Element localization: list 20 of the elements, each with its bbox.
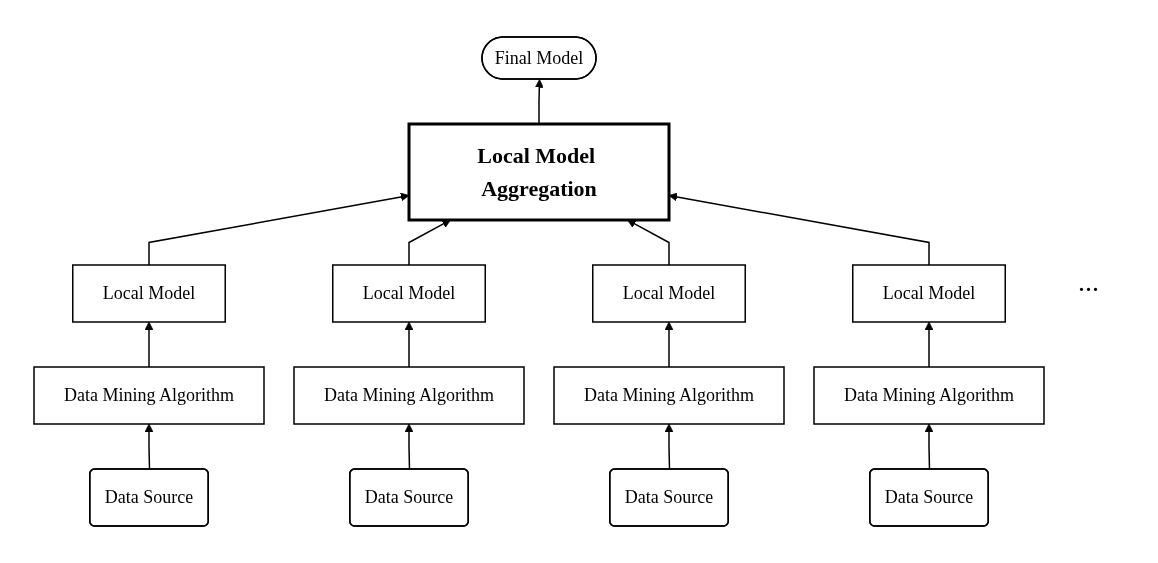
node-box: Data Mining Algorithm (553, 366, 785, 425)
node-box: Local Model (332, 264, 486, 323)
arrow (924, 321, 934, 368)
node-box: Local Model Aggregation (407, 122, 671, 222)
arrow (144, 423, 154, 471)
node-box: Local Model (72, 264, 226, 323)
arrow (404, 321, 414, 368)
arrow (924, 423, 934, 471)
ellipsis-label: ... (1078, 265, 1100, 298)
arrow (534, 79, 544, 125)
arrow (664, 321, 674, 368)
node-box: Data Mining Algorithm (293, 366, 525, 425)
arrow (148, 192, 410, 266)
arrow (144, 321, 154, 368)
arrow (404, 423, 414, 471)
node-box: Local Model (592, 264, 746, 323)
arrow (664, 423, 674, 471)
node-box: Data Mining Algorithm (33, 366, 265, 425)
node-box: Data Mining Algorithm (813, 366, 1045, 425)
node-box: Local Model (852, 264, 1006, 323)
